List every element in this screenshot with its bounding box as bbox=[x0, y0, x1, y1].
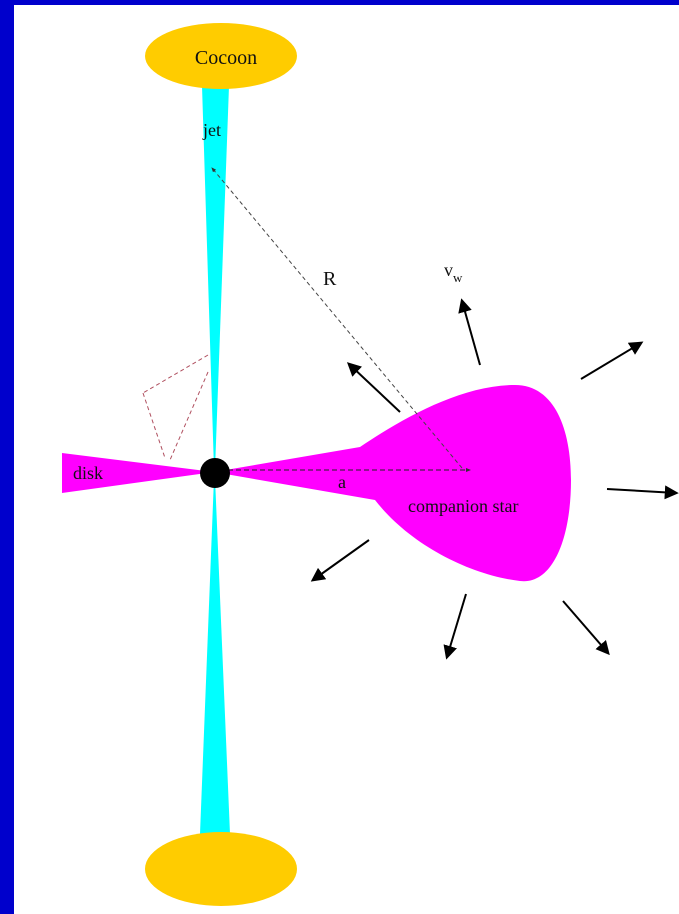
arrow-icon bbox=[580, 341, 644, 380]
arrow-icon bbox=[443, 593, 467, 660]
wind-arrows bbox=[310, 298, 679, 660]
arrow-icon bbox=[346, 362, 401, 413]
wind-velocity-subscript: w bbox=[453, 270, 463, 285]
accretion-disk bbox=[62, 453, 214, 493]
separation-r-label: R bbox=[323, 268, 337, 290]
wind-velocity-symbol: v bbox=[444, 260, 453, 280]
arrow-icon bbox=[310, 539, 370, 582]
upper-cocoon bbox=[145, 23, 297, 89]
arrow-icon bbox=[606, 485, 679, 500]
arrow-icon bbox=[562, 600, 610, 656]
lower-jet bbox=[200, 478, 230, 834]
upper-jet bbox=[202, 86, 229, 470]
black-hole-icon bbox=[200, 458, 230, 488]
cocoon-label: Cocoon bbox=[195, 47, 257, 69]
companion-star-label: companion star bbox=[408, 496, 518, 516]
companion-star bbox=[214, 385, 571, 582]
disk-label: disk bbox=[73, 463, 103, 483]
lower-cocoon bbox=[145, 832, 297, 906]
precession-cone bbox=[142, 354, 209, 461]
arrow-icon bbox=[458, 298, 481, 366]
orbital-separation-label: a bbox=[338, 472, 346, 492]
wind-velocity-label: vw bbox=[444, 260, 463, 285]
separation-r-line bbox=[211, 167, 463, 469]
jet-label: jet bbox=[202, 120, 221, 140]
